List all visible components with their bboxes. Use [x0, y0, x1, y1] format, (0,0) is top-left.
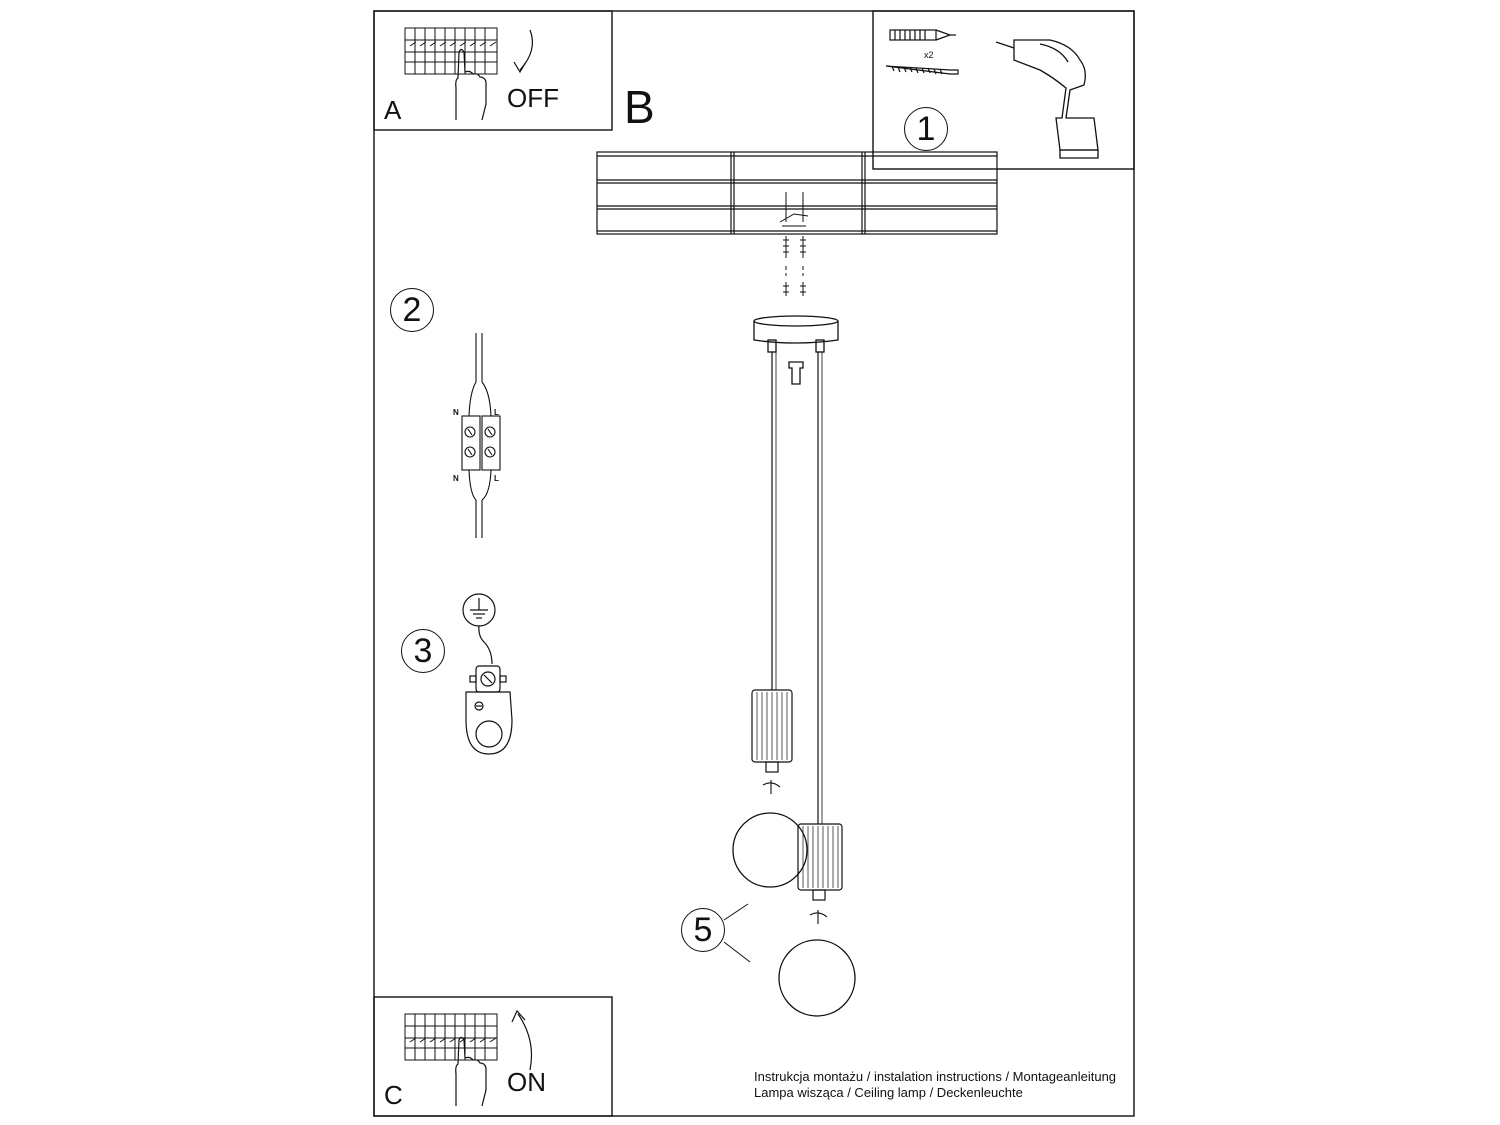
wire-l-bottom: L [494, 474, 499, 483]
glass-globe-left [732, 812, 808, 888]
breaker-icon-on [404, 1013, 498, 1061]
on-label: ON [507, 1067, 546, 1097]
panel-c-box [373, 996, 613, 1117]
hand-icon-on [455, 1036, 487, 1107]
leader-line-lower [723, 941, 751, 963]
mounting-bracket [779, 192, 809, 227]
drill-icon [995, 39, 1099, 159]
hand-icon-off [455, 48, 487, 121]
glass-globe-right [778, 939, 856, 1017]
breaker-icon-off [404, 27, 498, 75]
step-5-marker: 5 [681, 908, 725, 952]
panel-a-box [373, 10, 613, 131]
arrow-up-icon [517, 1013, 533, 1071]
outer-frame [373, 10, 1135, 1117]
screw-icon [885, 65, 959, 75]
arrow-down-icon [519, 29, 533, 71]
panel-a-letter: A [384, 95, 402, 125]
footer-line-1: Instrukcja montażu / instalation instruc… [754, 1069, 1117, 1084]
lamp-holder-left [751, 689, 793, 794]
off-label: OFF [507, 83, 559, 113]
quantity-label: x2 [924, 50, 934, 60]
lamp-holder-right [797, 823, 843, 924]
wire-l-top: L [494, 408, 499, 417]
panel-b-letter: B [624, 81, 655, 133]
wall-plug-icon [889, 29, 956, 41]
step-1-marker: 1 [904, 107, 948, 151]
earth-terminal [465, 665, 513, 755]
canopy [753, 315, 839, 385]
wire-n-bottom: N [453, 474, 459, 483]
leader-line-upper [723, 903, 749, 921]
wire-n-top: N [453, 408, 459, 417]
step-2-marker: 2 [390, 288, 434, 332]
footer-line-2: Lampa wisząca / Ceiling lamp / Deckenleu… [754, 1085, 1023, 1100]
terminal-block-wiring [461, 333, 501, 538]
earth-symbol-icon [462, 593, 496, 665]
panel-1-box [872, 10, 1135, 170]
ceiling-structure [596, 151, 998, 235]
ceiling-screws [783, 236, 806, 296]
step-3-marker: 3 [401, 629, 445, 673]
panel-c-letter: C [384, 1080, 403, 1110]
